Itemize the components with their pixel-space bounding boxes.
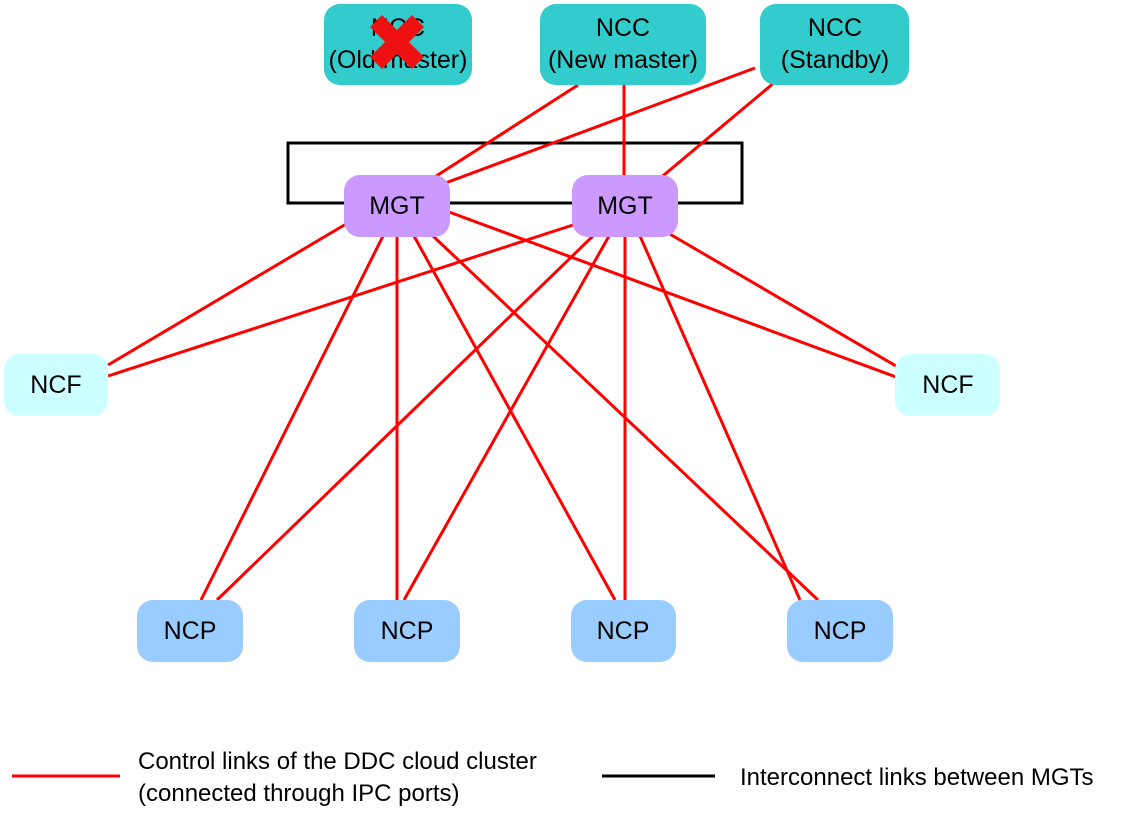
- ncp-3-label: NCP: [597, 617, 650, 645]
- link-mgt-left-ncp-1: [199, 235, 385, 601]
- legend-interconnect-label: Interconnect links between MGTs: [740, 764, 1094, 791]
- ncf-left-node: NCF: [4, 354, 108, 416]
- link-mgt-right-ncf-left: [107, 223, 574, 378]
- ncp-node-3: NCP: [571, 600, 676, 662]
- ncp-node-1: NCP: [137, 600, 243, 662]
- legend: Control links of the DDC cloud cluster (…: [12, 748, 1094, 807]
- link-mgt-right-ncp-1: [215, 234, 595, 602]
- legend-control-line2: (connected through IPC ports): [138, 780, 460, 807]
- mgt-interconnect-link: [286, 141, 744, 205]
- ncp-2-label: NCP: [381, 617, 434, 645]
- legend-control-line1: Control links of the DDC cloud cluster: [138, 748, 537, 775]
- ncp-1-label: NCP: [164, 617, 217, 645]
- ncc-new-line1: NCC: [596, 14, 650, 42]
- failed-cross-icon: [370, 15, 424, 69]
- ncc-new-master-node: NCC (New master): [540, 4, 706, 85]
- mgt-right-node: MGT: [572, 175, 678, 237]
- control-links: [107, 66, 897, 602]
- link-mgt-right-ncp-4: [638, 235, 802, 601]
- mgt-left-node: MGT: [344, 175, 450, 237]
- link-mgt-right-ncp-2: [402, 235, 611, 601]
- link-ncc-new-mgt-left: [429, 83, 579, 182]
- ncf-right-node: NCF: [895, 354, 1000, 416]
- mgt-left-label: MGT: [369, 192, 425, 220]
- ncc-standby-node: NCC (Standby): [760, 4, 909, 85]
- ncf-right-label: NCF: [922, 371, 973, 399]
- link-mgt-left-ncf-left: [107, 222, 347, 367]
- link-ncc-standby-mgt-left: [439, 66, 756, 187]
- ncp-node-2: NCP: [354, 600, 460, 662]
- mgt-right-label: MGT: [597, 192, 653, 220]
- ncp-4-label: NCP: [814, 617, 867, 645]
- ncp-node-4: NCP: [787, 600, 893, 662]
- link-mgt-left-ncp-3: [412, 235, 617, 601]
- ncc-standby-line1: NCC: [808, 14, 862, 42]
- link-mgt-right-ncf-right: [667, 231, 897, 368]
- link-ncc-standby-mgt-right: [657, 80, 776, 182]
- ncc-standby-line2: (Standby): [781, 46, 889, 74]
- ncc-new-line2: (New master): [548, 46, 698, 74]
- ncc-old-master-node: NCC (Old master): [324, 4, 472, 85]
- ncf-left-label: NCF: [30, 371, 81, 399]
